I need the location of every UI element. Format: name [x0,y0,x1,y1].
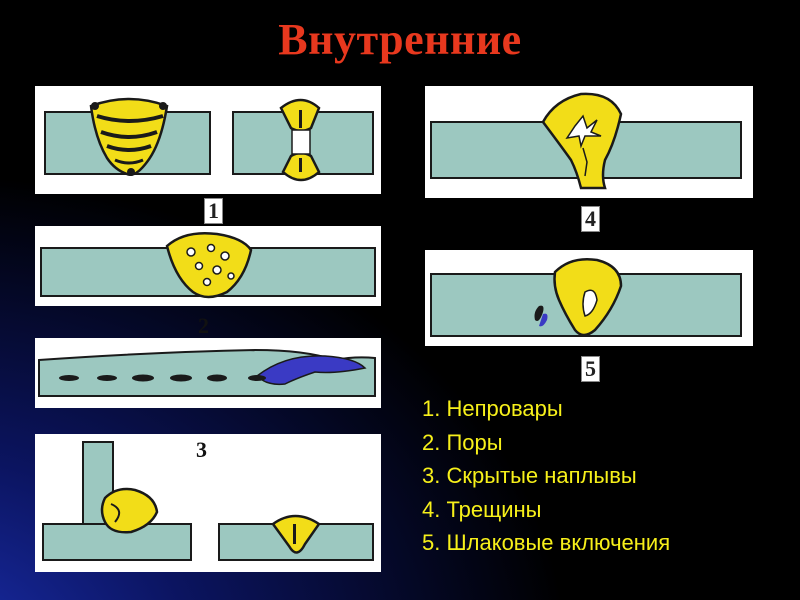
figure-2-number: 2 [198,313,209,338]
figure-1-lack-of-fusion [35,86,381,194]
figure-2-pores-seam [35,338,381,408]
figure-3-hidden-overlaps [35,434,381,572]
legend-item-5: 5. Шлаковые включения [422,530,671,555]
legend-item-1: 1. Непровары [422,396,563,421]
figure-5-slag-inclusions [425,250,753,346]
figure-4-cracks [425,86,753,198]
legend-item-2: 2. Поры [422,429,503,455]
figure-4-number: 4 [581,206,600,232]
figure-1-number: 1 [204,198,223,224]
figure-5-number: 5 [581,356,600,382]
defect-legend: 1. Непровары 2. Поры 3. Скрытые наплывы … [422,392,670,560]
slide-title: Внутренние [278,15,522,64]
figure-3-number: 3 [196,437,207,462]
figure-2-pores [35,226,381,306]
legend-item-4: 4. Трещины [422,496,542,522]
legend-item-3: 3. Скрытые наплывы [422,463,637,488]
